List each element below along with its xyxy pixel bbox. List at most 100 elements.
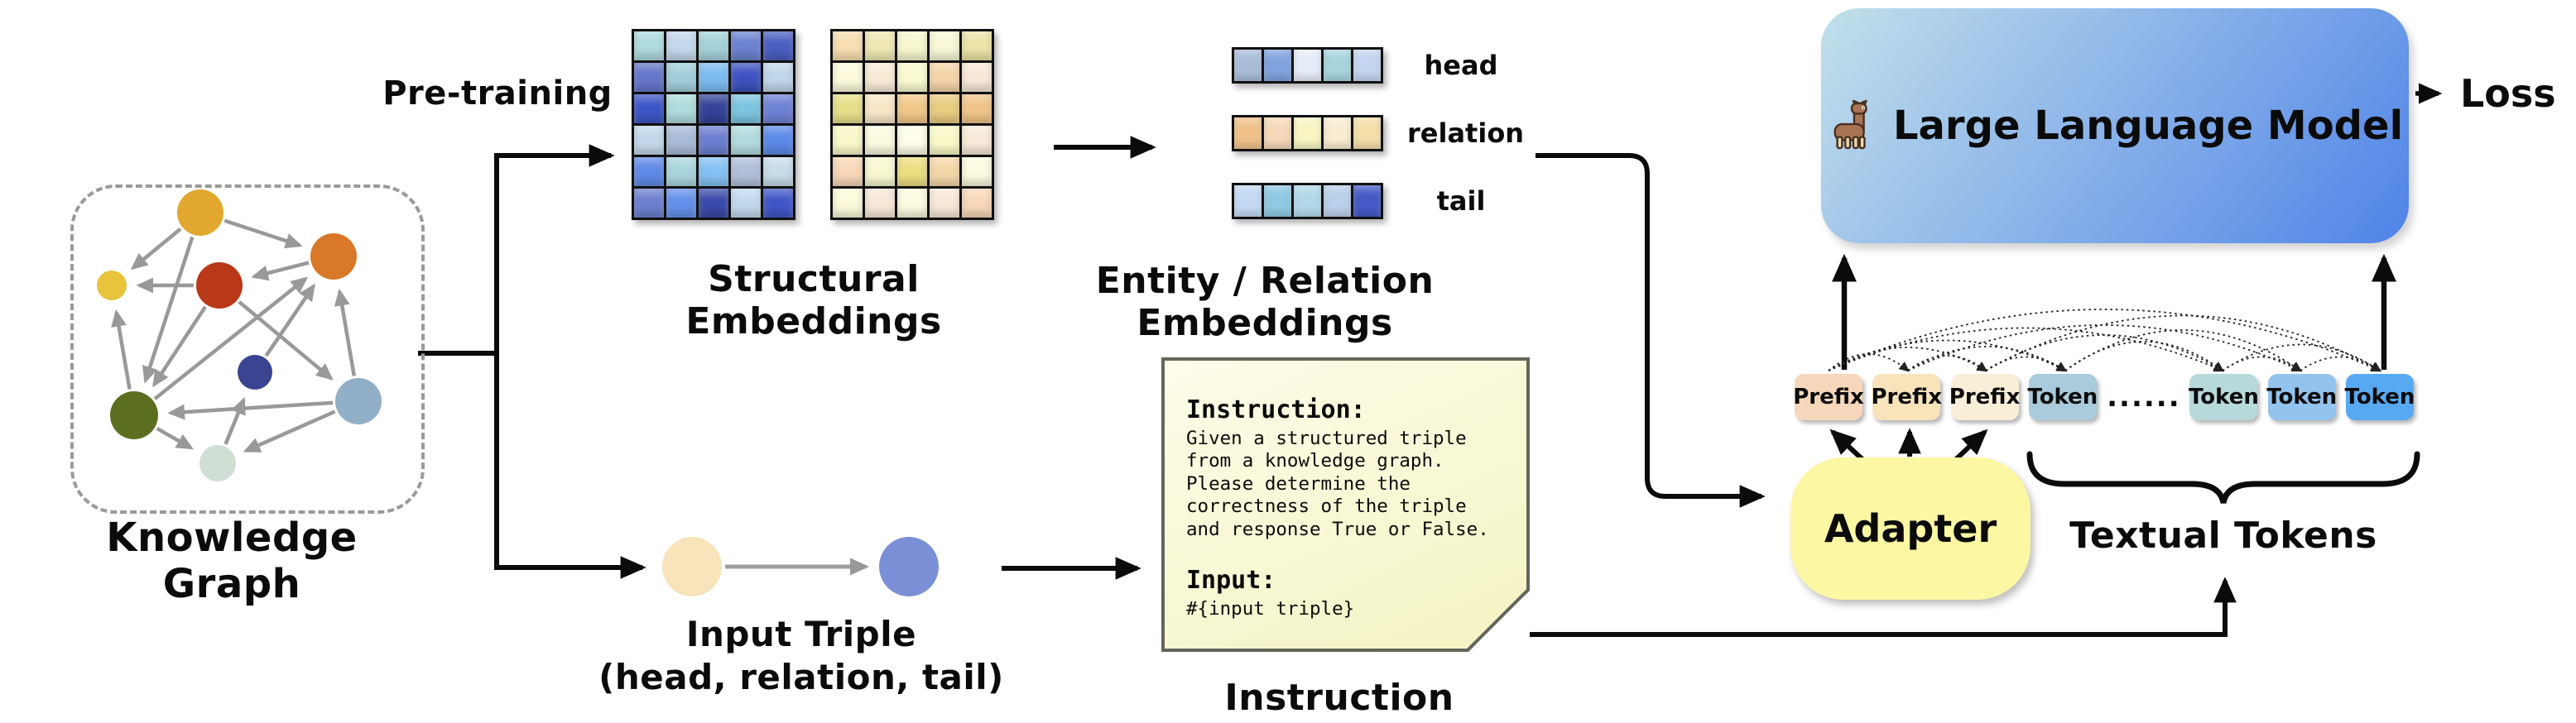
relation-vector-cell xyxy=(1294,117,1321,149)
token-box: Token xyxy=(2189,374,2259,420)
matrix-yellow-cell xyxy=(962,189,992,218)
matrix-blue-cell xyxy=(666,157,696,186)
textual-tokens-label: Textual Tokens xyxy=(2069,515,2377,557)
instruction-note: Instruction: Given a structured triple f… xyxy=(1161,357,1530,652)
matrix-blue-cell xyxy=(763,31,793,60)
matrix-blue-cell xyxy=(763,126,793,155)
entity-relation-embeddings-label: Entity / Relation Embeddings xyxy=(1095,260,1435,344)
relation-label: relation xyxy=(1407,117,1525,149)
prefix-box: Prefix xyxy=(1949,374,2020,420)
matrix-blue-cell xyxy=(731,189,761,218)
relation-embedding-vector xyxy=(1232,115,1383,151)
matrix-yellow-cell xyxy=(865,157,895,186)
matrix-yellow-cell xyxy=(930,157,959,186)
matrix-blue-cell xyxy=(699,94,728,123)
matrix-blue-cell xyxy=(634,157,664,186)
pre-training-label: Pre-training xyxy=(382,74,613,113)
token-ellipsis: ...... xyxy=(2107,381,2181,414)
llm-label: Large Language Model xyxy=(1892,103,2404,149)
head-vector-cell xyxy=(1324,50,1351,81)
matrix-yellow-cell xyxy=(833,63,863,92)
arrow-kg-to-matrices xyxy=(494,144,615,353)
prefix-box: Prefix xyxy=(1793,374,1864,420)
input-heading: Input: xyxy=(1186,566,1276,596)
matrix-yellow-cell xyxy=(930,94,959,123)
tail-vector-cell xyxy=(1294,185,1321,217)
input-triple-label: Input Triple xyxy=(685,614,917,654)
structural-embeddings-label: Structural Embeddings xyxy=(685,258,942,342)
matrix-yellow-cell xyxy=(865,63,895,92)
matrix-blue-cell xyxy=(763,157,793,186)
matrix-yellow-cell xyxy=(897,31,927,60)
textual-tokens-brace xyxy=(2026,451,2420,504)
matrix-yellow-cell xyxy=(962,31,992,60)
matrix-yellow-cell xyxy=(930,126,959,155)
attention-arc xyxy=(1907,324,2303,372)
matrix-yellow-cell xyxy=(865,189,895,218)
matrix-blue-cell xyxy=(731,126,761,155)
tail-vector-cell xyxy=(1234,185,1262,217)
attention-arcs xyxy=(1828,309,2382,372)
attention-arc xyxy=(2064,341,2225,372)
tail-vector-cell xyxy=(1353,185,1381,217)
matrix-blue-cell xyxy=(699,63,728,92)
tail-label: tail xyxy=(1436,185,1486,217)
matrix-yellow-cell xyxy=(897,189,927,218)
matrix-yellow-cell xyxy=(833,31,863,60)
matrix-yellow-cell xyxy=(897,126,927,155)
matrix-yellow-cell xyxy=(833,94,863,123)
attention-arc xyxy=(1985,356,2068,372)
matrix-yellow-cell xyxy=(962,94,992,123)
instruction-note-content: Instruction: Given a structured triple f… xyxy=(1165,361,1526,621)
relation-vector-cell xyxy=(1234,117,1262,149)
token-box: Token xyxy=(2027,374,2098,420)
attention-arc xyxy=(1985,334,2225,372)
matrix-blue-cell xyxy=(763,94,793,123)
llama-icon xyxy=(1833,99,1867,150)
head-label: head xyxy=(1424,50,1498,81)
instruction-template-label: Instruction Template xyxy=(1224,677,1454,723)
matrix-blue-cell xyxy=(666,63,696,92)
attention-arc xyxy=(1828,327,2225,372)
arrow-embeddings-to-adapter xyxy=(1536,153,1766,508)
structural-embedding-matrix-blue xyxy=(632,29,795,220)
attention-arc xyxy=(1828,353,1910,372)
head-vector-cell xyxy=(1294,50,1321,81)
instruction-body: Given a structured triple from a knowled… xyxy=(1186,428,1489,540)
matrix-blue-cell xyxy=(763,63,793,92)
matrix-blue-cell xyxy=(666,126,696,155)
matrix-yellow-cell xyxy=(930,189,959,218)
matrix-yellow-cell xyxy=(865,31,895,60)
llm-box: Large Language Model xyxy=(1821,8,2409,243)
triple-tail-node xyxy=(879,537,939,596)
instruction-heading: Instruction: xyxy=(1186,395,1366,424)
attention-arc xyxy=(2222,343,2382,372)
matrix-blue-cell xyxy=(699,31,728,60)
loss-label: Loss xyxy=(2460,71,2556,116)
matrix-blue-cell xyxy=(666,31,696,60)
matrix-yellow-cell xyxy=(833,126,863,155)
matrix-blue-cell xyxy=(731,94,761,123)
attention-arc xyxy=(1907,346,2068,372)
attention-arc xyxy=(1828,309,2382,372)
head-vector-cell xyxy=(1234,50,1262,81)
matrix-blue-cell xyxy=(634,31,664,60)
note-fold-corner xyxy=(1457,579,1530,652)
adapter-label: Adapter xyxy=(1824,506,1997,551)
input-body: #{input triple} xyxy=(1186,598,1355,620)
matrix-blue-cell xyxy=(699,157,728,186)
head-embedding-vector xyxy=(1232,47,1383,84)
attention-arc xyxy=(1907,355,1988,372)
matrix-blue-cell xyxy=(634,189,664,218)
relation-vector-cell xyxy=(1264,117,1291,149)
tail-vector-cell xyxy=(1264,185,1291,217)
arrow-kg-to-triple xyxy=(494,353,646,579)
matrix-blue-cell xyxy=(731,31,761,60)
relation-vector-cell xyxy=(1324,117,1351,149)
attention-arc xyxy=(2300,356,2382,372)
matrix-yellow-cell xyxy=(897,63,927,92)
knowledge-graph-frame xyxy=(70,184,425,514)
matrix-yellow-cell xyxy=(962,126,992,155)
tail-embedding-vector xyxy=(1232,183,1383,219)
